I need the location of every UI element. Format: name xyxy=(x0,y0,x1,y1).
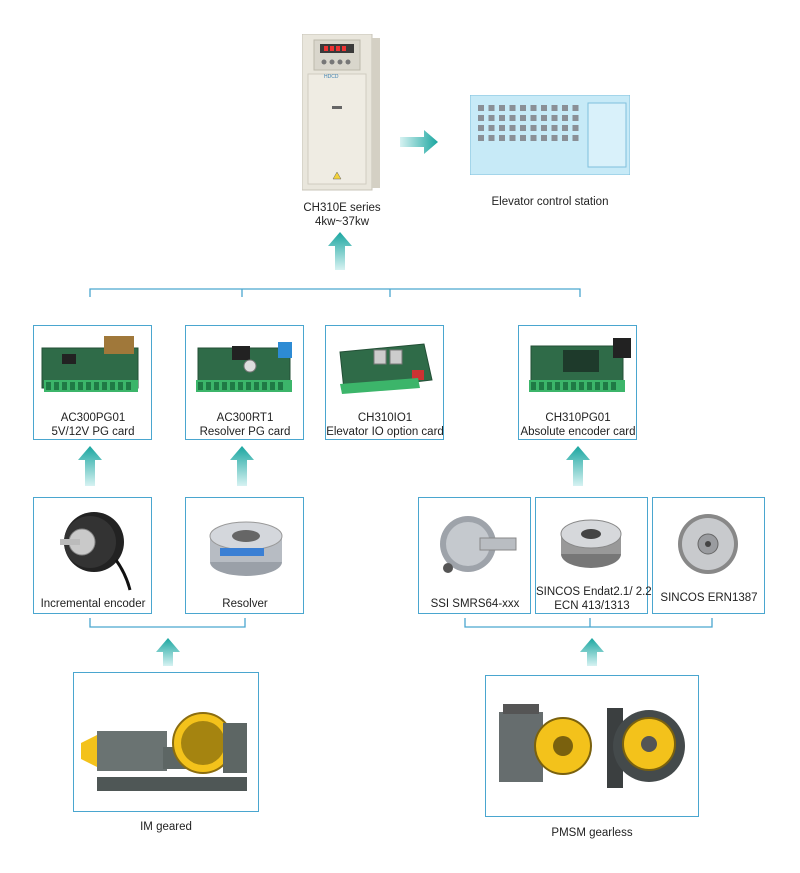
panel-key xyxy=(530,135,537,141)
encoder-label: SSI SMRS64-xxx xyxy=(430,598,520,610)
card-model: AC300PG01 xyxy=(60,412,126,424)
encoder-resolver: Resolver xyxy=(185,497,304,614)
card-ch310pg01: CH310PG01 Absolute encoder card xyxy=(518,325,637,440)
panel-key xyxy=(509,135,516,141)
encoder-ssi: SSI SMRS64-xxx xyxy=(418,497,531,614)
panel-key xyxy=(530,115,537,121)
panel-key xyxy=(488,135,495,141)
panel-key xyxy=(530,125,537,131)
right-encoder-bracket xyxy=(464,618,713,628)
card-desc: Elevator IO option card xyxy=(326,426,444,438)
panel-key xyxy=(551,125,558,131)
top-bracket xyxy=(89,288,581,297)
arrow-to-absolute-card xyxy=(566,446,590,486)
motor-im-geared xyxy=(73,672,259,812)
arrow-from-pmsm-motor xyxy=(580,638,604,666)
panel-key xyxy=(520,125,526,131)
panel-key xyxy=(499,115,505,121)
motor-label-pmsm: PMSM gearless xyxy=(551,827,633,839)
panel-key xyxy=(541,135,547,141)
control-station-panel xyxy=(469,94,631,176)
panel-key xyxy=(509,115,516,121)
encoder-label-line1: SINCOS Endat2.1/ 2.2 xyxy=(536,586,652,598)
panel-key xyxy=(562,105,568,111)
panel-key xyxy=(551,105,558,111)
encoder-label: Incremental encoder xyxy=(40,598,146,610)
panel-key xyxy=(499,135,505,141)
panel-key xyxy=(499,105,505,111)
panel-key xyxy=(572,105,579,111)
encoder-incremental: Incremental encoder xyxy=(33,497,152,614)
inverter-power: 4kw~37kw xyxy=(314,216,369,228)
encoder-label: Resolver xyxy=(222,598,268,610)
arrow-from-im-motor xyxy=(156,638,180,666)
card-model: CH310IO1 xyxy=(357,412,413,424)
control-station-label: Elevator control station xyxy=(491,196,609,208)
card-ac300pg01: AC300PG01 5V/12V PG card xyxy=(33,325,152,440)
encoder-sincos-endat: SINCOS Endat2.1/ 2.2 ECN 413/1313 xyxy=(535,497,652,614)
arrow-to-inverter xyxy=(328,232,352,270)
panel-key xyxy=(478,105,484,111)
panel-key xyxy=(499,125,505,131)
panel-key xyxy=(488,105,495,111)
arrow-to-control-station xyxy=(400,130,438,154)
panel-key xyxy=(478,135,484,141)
panel-key xyxy=(541,125,547,131)
panel-key xyxy=(551,135,558,141)
panel-key xyxy=(551,115,558,121)
panel-key xyxy=(478,125,484,131)
panel-key xyxy=(520,115,526,121)
panel-key xyxy=(541,105,547,111)
motor-pmsm-gearless xyxy=(485,675,699,817)
encoder-label-line2: ECN 413/1313 xyxy=(554,600,630,612)
inverter-logo: HDCD xyxy=(324,74,339,80)
inverter-title: CH310E series xyxy=(303,202,381,214)
panel-key xyxy=(572,125,579,131)
inverter-drive: HDCD xyxy=(301,33,380,192)
card-model: AC300RT1 xyxy=(216,412,274,424)
panel-key xyxy=(572,135,579,141)
panel-key xyxy=(488,115,495,121)
card-ac300rt1: AC300RT1 Resolver PG card xyxy=(185,325,304,440)
panel-key xyxy=(562,135,568,141)
left-encoder-bracket xyxy=(89,618,246,628)
panel-key xyxy=(478,115,484,121)
encoder-sincos-ern: SINCOS ERN1387 xyxy=(652,497,765,614)
panel-key xyxy=(488,125,495,131)
panel-key xyxy=(520,135,526,141)
arrow-to-resolver-card xyxy=(230,446,254,486)
panel-key xyxy=(520,105,526,111)
panel-key xyxy=(541,115,547,121)
panel-key xyxy=(572,115,579,121)
motor-label-im: IM geared xyxy=(140,821,192,833)
card-ch310io1: CH310IO1 Elevator IO option card xyxy=(325,325,444,440)
panel-key xyxy=(509,105,516,111)
encoder-label: SINCOS ERN1387 xyxy=(660,592,758,604)
panel-key xyxy=(562,125,568,131)
card-desc: Absolute encoder card xyxy=(520,426,636,438)
card-desc: 5V/12V PG card xyxy=(51,426,135,438)
panel-key xyxy=(509,125,516,131)
panel-key xyxy=(530,105,537,111)
arrow-to-pg-card xyxy=(78,446,102,486)
card-desc: Resolver PG card xyxy=(199,426,291,438)
panel-key xyxy=(562,115,568,121)
card-model: CH310PG01 xyxy=(545,412,611,424)
